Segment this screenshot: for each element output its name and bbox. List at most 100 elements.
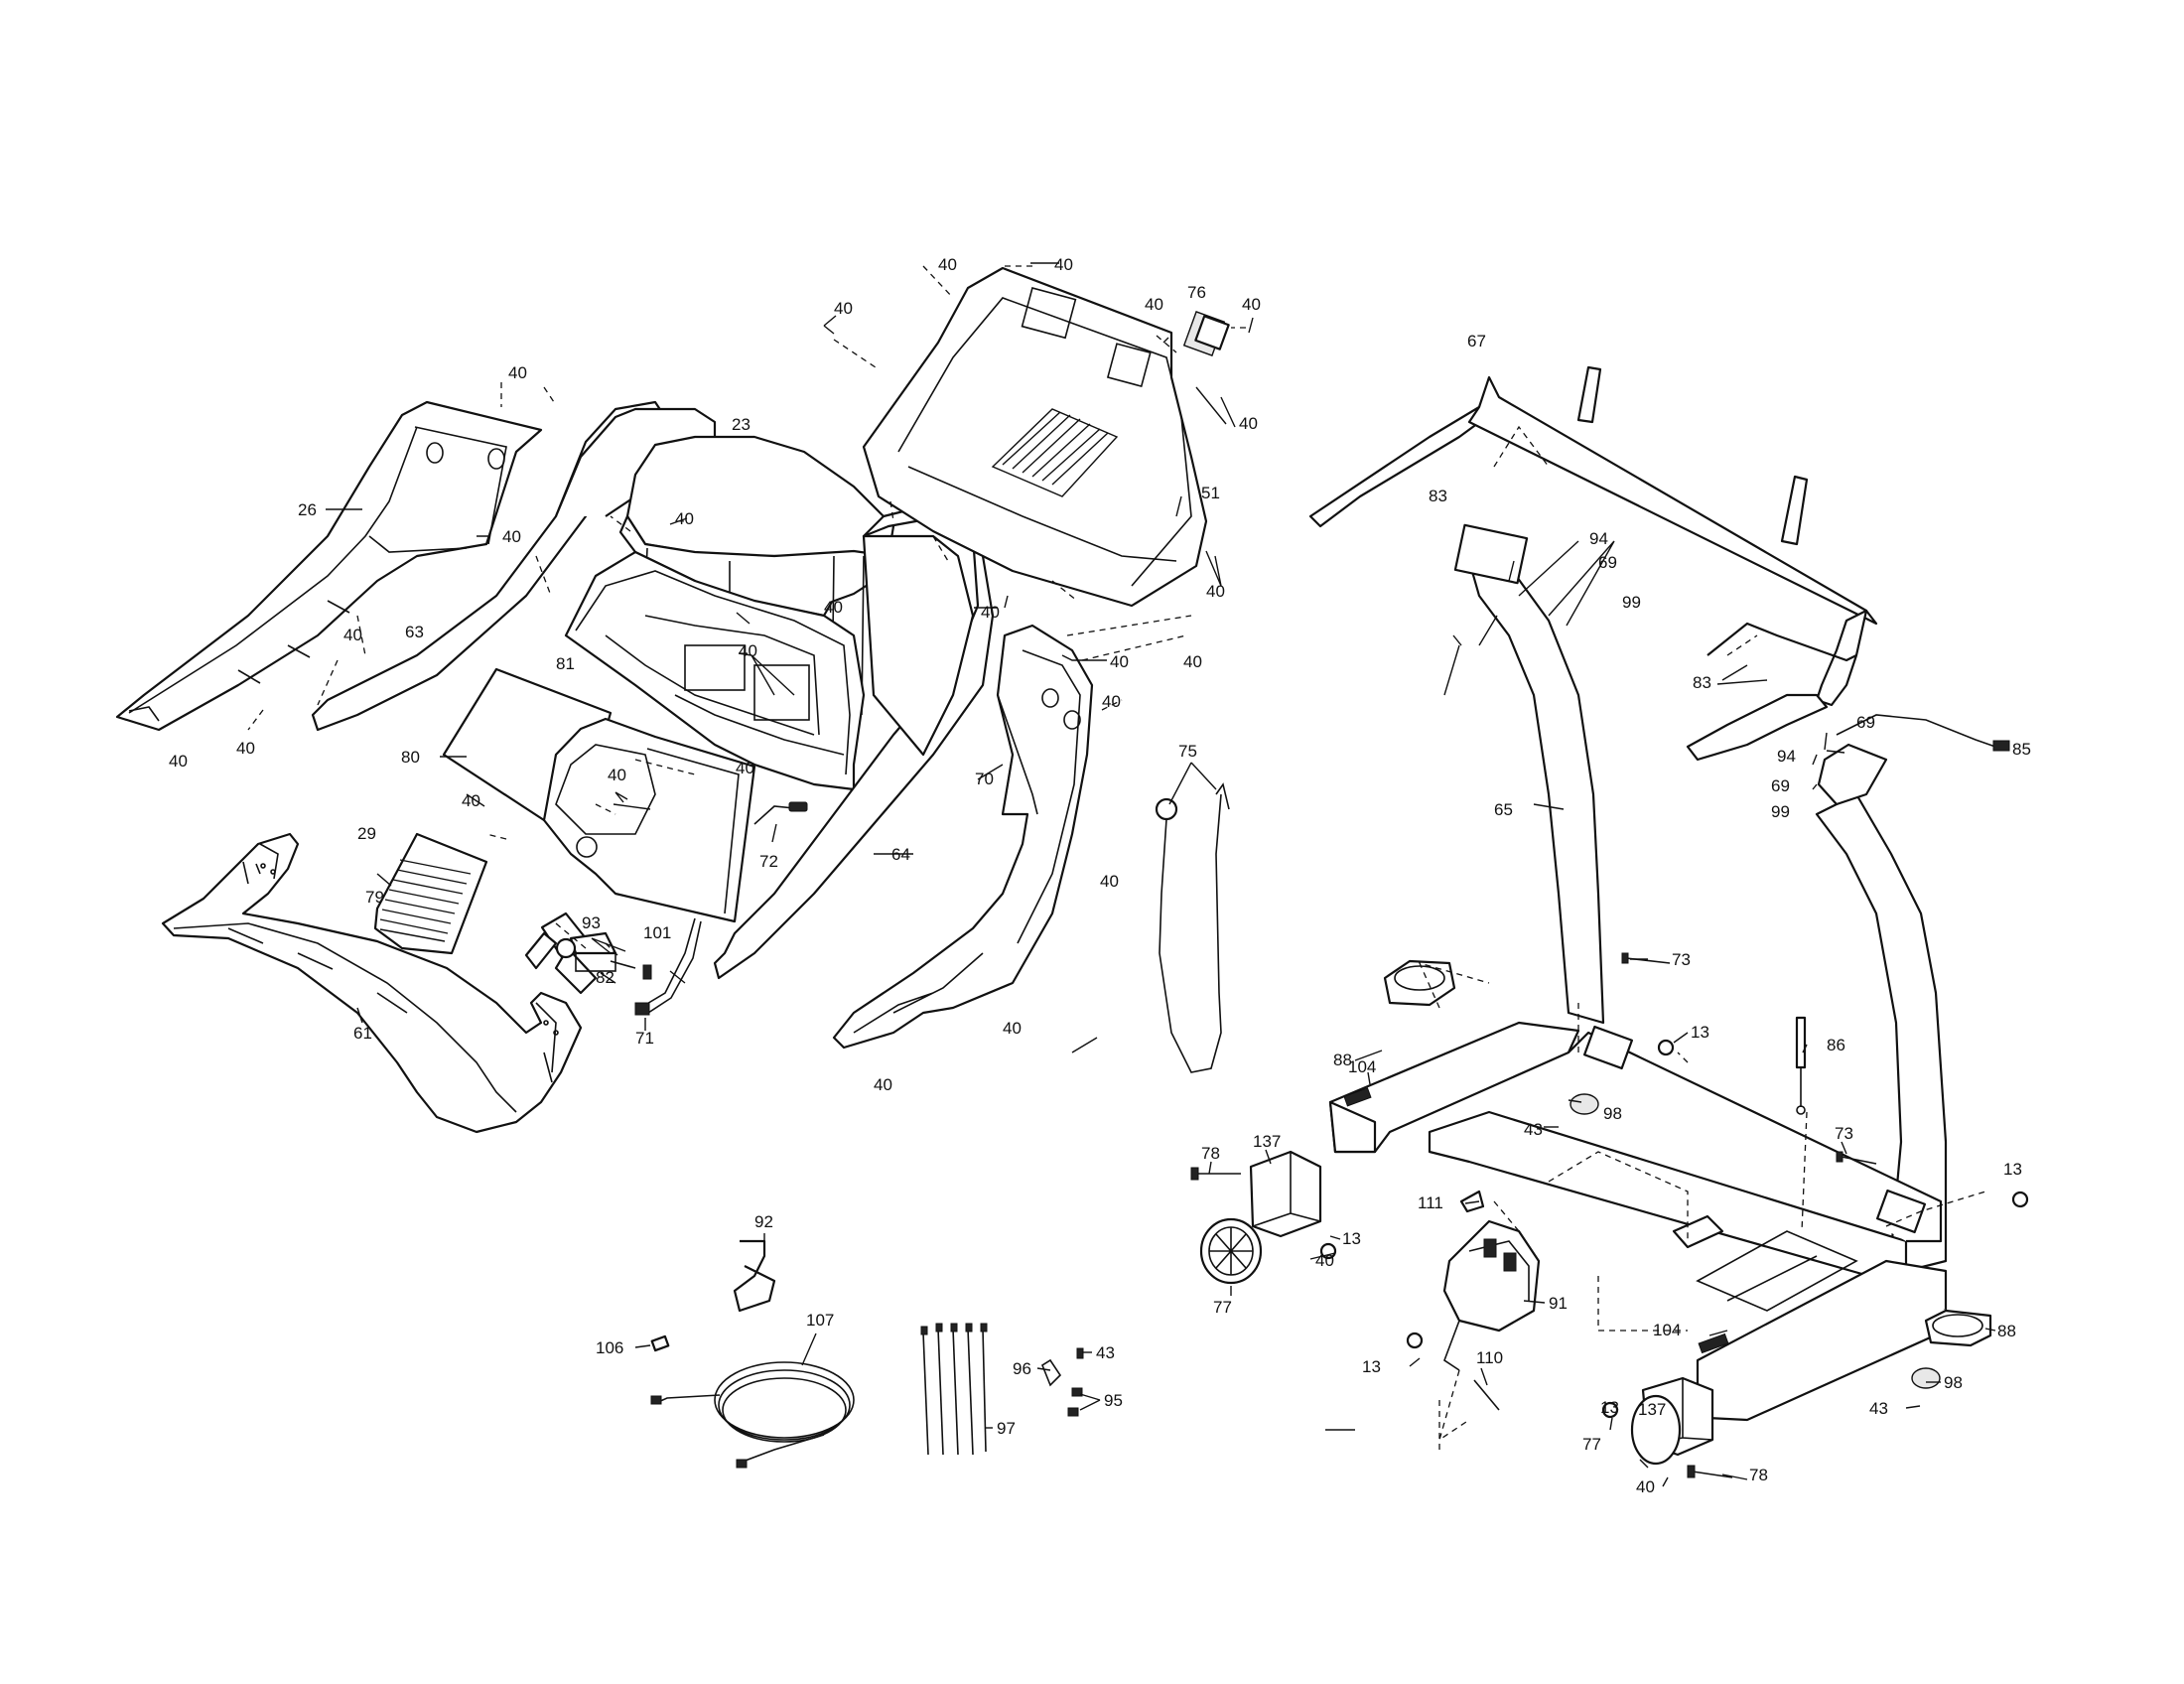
part-107-wire-coil [650, 1361, 855, 1469]
callout-40: 40 [1102, 692, 1121, 711]
callout-107: 107 [806, 1311, 834, 1330]
callout-79: 79 [365, 888, 384, 907]
callout-26: 26 [298, 500, 317, 519]
callout-40: 40 [236, 739, 255, 758]
callout-40: 40 [1206, 582, 1225, 601]
callout-92: 92 [754, 1212, 773, 1231]
callout-40: 40 [1100, 872, 1119, 891]
assembly-dashed-lines [247, 265, 1986, 1450]
callout-78: 78 [1749, 1466, 1768, 1484]
callout-83: 83 [1429, 487, 1447, 505]
callout-40: 40 [824, 598, 843, 617]
part-96-95-43-small-hardware [1041, 1347, 1084, 1417]
callout-40: 40 [343, 626, 362, 644]
part-92-clamp [733, 1239, 776, 1313]
callout-73: 73 [1672, 950, 1691, 969]
part-51-rear-console-cover [862, 266, 1226, 608]
leader-lines [326, 262, 1996, 1487]
callout-95: 95 [1104, 1391, 1123, 1410]
part-101-71-wires [634, 917, 702, 1016]
callout-75: 75 [1178, 742, 1197, 761]
callout-29: 29 [357, 824, 376, 843]
callout-69: 69 [1856, 713, 1875, 732]
base-frame [1328, 1021, 1948, 1422]
callout-13: 13 [1600, 1398, 1619, 1417]
callout-94: 94 [1589, 529, 1608, 548]
part-72-cable [753, 801, 808, 825]
callout-40: 40 [169, 752, 188, 771]
callout-91: 91 [1549, 1294, 1568, 1313]
callout-69: 69 [1771, 776, 1790, 795]
callout-labels: 40 40 40 40 76 40 40 51 40 40 26 40 23 4… [169, 255, 2031, 1496]
callout-40: 40 [938, 255, 957, 274]
callout-137: 137 [1253, 1132, 1281, 1151]
callout-81: 81 [556, 654, 575, 673]
part-80-console-overlay [442, 667, 756, 923]
callout-40: 40 [834, 299, 853, 318]
callout-64: 64 [891, 845, 910, 864]
callout-13: 13 [1362, 1357, 1381, 1376]
part-26-left-upright-cover [115, 400, 543, 732]
callout-88: 88 [1997, 1322, 2016, 1340]
callout-40: 40 [462, 791, 480, 810]
callout-85: 85 [2012, 740, 2031, 759]
callout-98: 98 [1603, 1104, 1622, 1123]
callout-104: 104 [1348, 1057, 1376, 1076]
callout-40: 40 [1239, 414, 1258, 433]
part-61-front-base-cover [161, 832, 583, 1134]
callout-43: 43 [1096, 1343, 1115, 1362]
callout-40: 40 [508, 363, 527, 382]
callout-72: 72 [759, 852, 778, 871]
callout-40: 40 [1145, 295, 1163, 314]
callout-73: 73 [1835, 1124, 1853, 1143]
callout-13: 13 [1691, 1023, 1709, 1042]
callout-101: 101 [643, 923, 671, 942]
callout-137: 137 [1638, 1400, 1666, 1419]
callout-82: 82 [596, 968, 614, 987]
part-81-console-base [564, 550, 866, 791]
callout-40: 40 [739, 641, 757, 660]
part-76-bracket [1194, 315, 1230, 351]
part-67-upright-crossbar [1308, 365, 1878, 762]
callout-40: 40 [1242, 295, 1261, 314]
callout-40: 40 [1315, 1251, 1334, 1270]
callout-63: 63 [405, 623, 424, 641]
callout-61: 61 [353, 1024, 372, 1043]
callout-98: 98 [1944, 1373, 1963, 1392]
callout-43: 43 [1869, 1399, 1888, 1418]
hardware-right-side [1190, 952, 2029, 1478]
callout-83: 83 [1693, 673, 1711, 692]
part-106-connector [650, 1334, 670, 1352]
callout-40: 40 [874, 1075, 892, 1094]
callout-40: 40 [675, 509, 694, 528]
callout-69: 69 [1598, 553, 1617, 572]
callout-93: 93 [582, 913, 601, 932]
callout-23: 23 [732, 415, 751, 434]
callout-80: 80 [401, 748, 420, 767]
callout-40: 40 [1183, 652, 1202, 671]
callout-40: 40 [1003, 1019, 1022, 1038]
callout-71: 71 [635, 1029, 654, 1048]
part-75-safety-key-cord [1155, 782, 1230, 1073]
part-65-upright-tubes [1453, 523, 1948, 1273]
callout-13: 13 [1342, 1229, 1361, 1248]
callout-77: 77 [1582, 1435, 1601, 1454]
callout-40: 40 [1110, 652, 1129, 671]
callout-70: 70 [975, 770, 994, 788]
callout-99: 99 [1622, 593, 1641, 612]
callout-104: 104 [1653, 1321, 1681, 1339]
callout-40: 40 [736, 759, 754, 777]
callout-40: 40 [608, 766, 626, 784]
callout-40: 40 [981, 603, 1000, 622]
part-85-cable [1817, 714, 2010, 806]
callout-13: 13 [2003, 1160, 2022, 1179]
callout-97: 97 [997, 1419, 1016, 1438]
callout-86: 86 [1827, 1036, 1845, 1054]
callout-67: 67 [1467, 332, 1486, 351]
callout-99: 99 [1771, 802, 1790, 821]
callout-76: 76 [1187, 283, 1206, 302]
callout-96: 96 [1013, 1359, 1031, 1378]
callout-78: 78 [1201, 1144, 1220, 1163]
